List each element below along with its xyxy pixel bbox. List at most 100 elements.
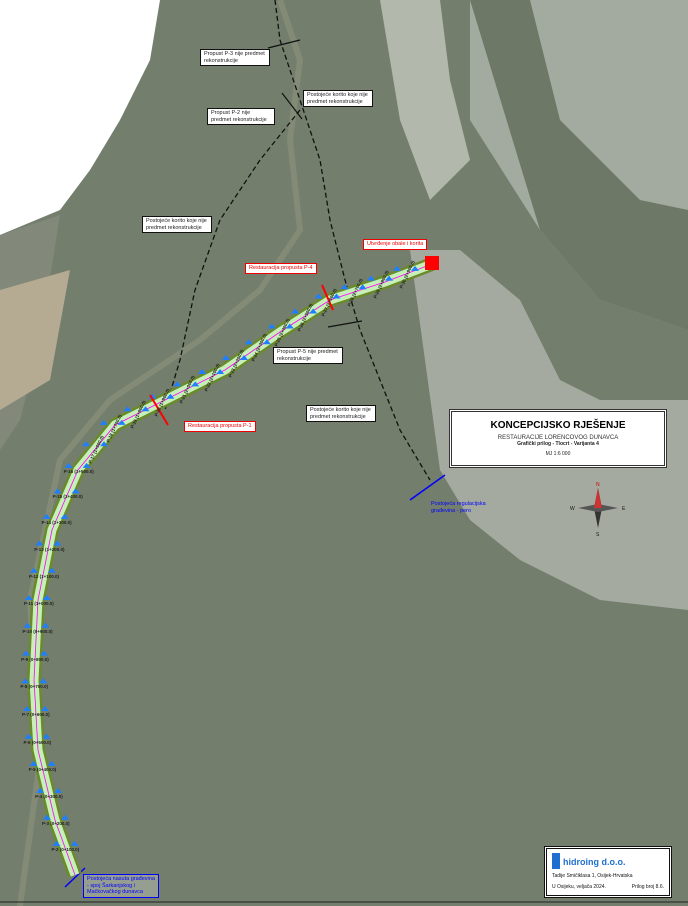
cross-section-marker — [41, 622, 50, 628]
cross-section-marker — [54, 787, 63, 793]
cross-section-marker — [64, 462, 73, 468]
cross-section-marker — [309, 308, 318, 314]
label-nasuta: Postojeća nasuta građevina - spoj Šarkan… — [83, 874, 159, 898]
compass-n: N — [596, 482, 600, 488]
attachment-number: Prilog broj 8.6. — [631, 884, 664, 890]
cross-section-marker — [340, 284, 349, 290]
cross-section-marker — [411, 265, 420, 271]
cross-section-marker — [314, 293, 323, 299]
cross-section-marker — [40, 650, 49, 656]
cross-section-marker — [22, 705, 31, 711]
cross-section-marker — [53, 488, 62, 494]
cross-section-marker — [117, 419, 126, 425]
profile-label: P-9 (0+800.0) — [21, 656, 49, 662]
company-name: hidroing d.o.o. — [563, 857, 626, 867]
compass-w: W — [570, 506, 575, 512]
cross-section-marker — [262, 339, 271, 345]
profile-label: P-5 (0+400.0) — [28, 766, 57, 772]
cross-section-marker — [24, 595, 33, 601]
profile-label: P-8 (0+700.0) — [20, 684, 48, 690]
cross-section-marker — [42, 513, 51, 519]
cross-section-marker — [70, 840, 79, 846]
river-channel — [380, 0, 470, 200]
cross-section-marker — [36, 787, 45, 793]
cross-section-marker — [42, 733, 51, 739]
profile-label: P-3 (0+200.0) — [42, 820, 70, 826]
cross-section-marker — [367, 275, 376, 281]
label-p4: Restauracija propusta P-4 — [245, 263, 317, 274]
label-p3: Propust P-3 nije predmet rekonstrukcije — [200, 49, 270, 66]
cross-section-marker — [60, 513, 69, 519]
profile-label: P-15 (1+400.0) — [52, 494, 83, 500]
cross-section-marker — [141, 406, 150, 412]
groyne-line — [409, 474, 446, 501]
cross-section-marker — [216, 368, 225, 374]
unmapped-area — [0, 0, 160, 235]
cross-section-marker — [52, 840, 61, 846]
scale: MJ 1:6 000 — [545, 451, 571, 457]
compass-s: S — [596, 532, 600, 538]
cross-section-marker — [166, 393, 175, 399]
cross-section-marker — [35, 540, 44, 546]
cross-section-marker — [393, 265, 402, 271]
drawing-name: Grafički prilog - Tlocrt - Varijanta 4 — [517, 441, 599, 447]
cross-section-marker — [222, 355, 231, 361]
company-logo-icon — [552, 853, 560, 869]
cross-section-marker — [29, 760, 38, 766]
existing-channel-east — [274, 0, 431, 481]
cross-section-marker — [39, 678, 48, 684]
cross-section-marker — [43, 814, 52, 820]
subtitle: RESTAURACIJE LORENCOVOG DUNAVCA — [497, 435, 619, 441]
title-block: KONCEPCIJSKO RJEŠENJE RESTAURACIJE LOREN… — [449, 409, 667, 468]
cross-section-marker — [21, 678, 30, 684]
profile-label: P-16 (1+500.0) — [63, 468, 94, 474]
cross-section-marker — [40, 705, 49, 711]
label-p5: Propust P-5 nije predmet rekonstrukcije — [273, 347, 343, 364]
profile-label: P-11 (1+000.0) — [23, 601, 54, 607]
cross-section-marker — [61, 814, 70, 820]
label-p2: Propust P-2 nije predmet rekonstrukcije — [207, 108, 275, 125]
profile-label: P-14 (1+300.0) — [41, 519, 72, 525]
label-pero: Postojeća regulacijska građevina - pero — [431, 501, 486, 514]
cross-section-marker — [244, 339, 253, 345]
company-stamp: hidroing d.o.o. Tadije Smičiklasa 1, Osi… — [544, 846, 672, 898]
cross-section-marker — [53, 540, 62, 546]
compass-e: E — [622, 506, 626, 512]
title: KONCEPCIJSKO RJEŠENJE — [490, 420, 626, 431]
label-korito-2: Postojeće korito koje nije predmet rekon… — [142, 216, 212, 233]
bank-reinforcement — [425, 256, 439, 270]
cross-section-marker — [100, 441, 109, 447]
place-date: U Osijeku, veljača 2024. — [552, 884, 606, 890]
cross-section-marker — [42, 595, 51, 601]
cross-section-marker — [23, 622, 32, 628]
cross-section-marker — [47, 760, 56, 766]
cross-section-marker — [29, 567, 38, 573]
cross-section-marker — [24, 733, 33, 739]
label-p1: Restauracija propusta P-1 — [184, 421, 256, 432]
profile-label: P-10 (0+900.0) — [22, 628, 53, 634]
cross-section-marker — [358, 284, 367, 290]
cross-section-marker — [173, 381, 182, 387]
compass-rose: N E S W — [570, 482, 626, 538]
profile-label: P-7 (0+600.0) — [21, 711, 50, 717]
cross-section-marker — [82, 462, 91, 468]
cross-section-marker — [82, 441, 91, 447]
cross-section-marker — [71, 488, 80, 494]
profile-label: P-2 (0+100.0) — [51, 846, 80, 852]
profile-label: P-6 (0+500.0) — [23, 739, 52, 745]
cross-section-marker — [47, 567, 56, 573]
farmland — [0, 270, 70, 410]
cross-section-marker — [240, 355, 249, 361]
profile-label: P-13 (1+200.0) — [34, 546, 65, 552]
label-korito-3: Postojeće korito koje nije predmet rekon… — [306, 405, 376, 422]
cross-section-marker — [285, 323, 294, 329]
existing-channel-west — [164, 109, 301, 411]
cross-section-marker — [198, 368, 207, 374]
company-address: Tadije Smičiklasa 1, Osijek-Hrvatska — [552, 873, 633, 879]
label-korito-1: Postojeće korito koje nije predmet rekon… — [303, 90, 373, 107]
cross-section-marker — [191, 381, 200, 387]
cross-section-marker — [123, 406, 132, 412]
profile-label: P-4 (0+300.0) — [35, 793, 63, 799]
cross-section-marker — [99, 419, 108, 425]
cross-section-marker — [291, 308, 300, 314]
